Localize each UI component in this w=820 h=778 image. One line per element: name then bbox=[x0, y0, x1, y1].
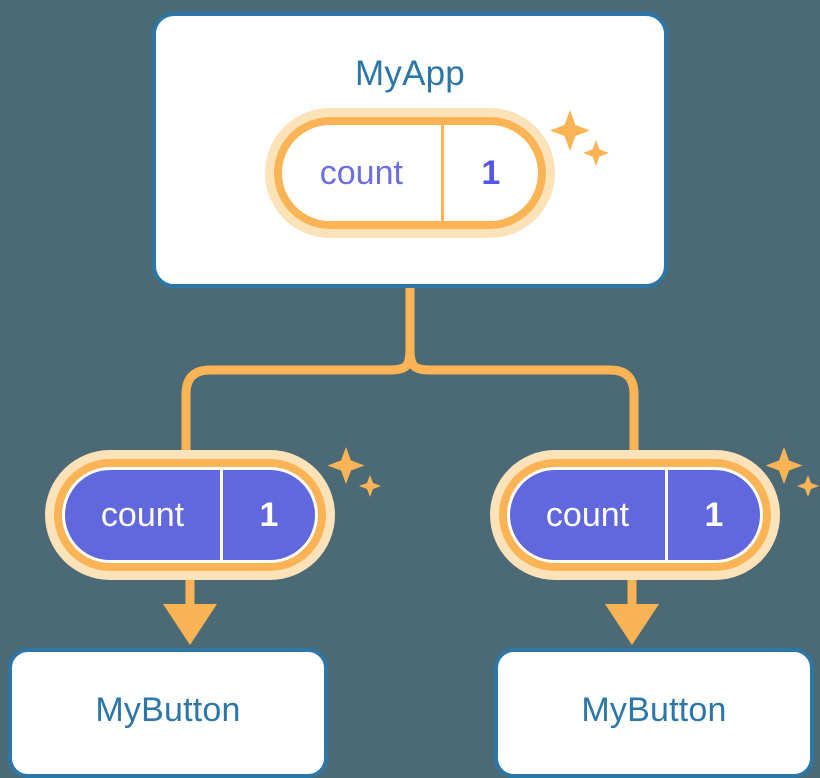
state-pill-ring: count 1 bbox=[54, 459, 326, 571]
state-pill-myapp: count 1 bbox=[265, 108, 555, 238]
state-key-label: count bbox=[319, 153, 403, 192]
state-pill-ring: count 1 bbox=[499, 459, 771, 571]
state-pill-body: count 1 bbox=[282, 125, 538, 221]
state-pill-ring: count 1 bbox=[274, 117, 546, 229]
mybutton-label: MyButton bbox=[581, 691, 727, 729]
mybutton-label: MyButton bbox=[95, 691, 241, 729]
state-value-label: 1 bbox=[665, 470, 760, 560]
mybutton-card-left: MyButton bbox=[8, 648, 328, 778]
state-key-label: count bbox=[545, 495, 630, 534]
page-title: MyApp bbox=[355, 54, 465, 93]
tee-branch-connector bbox=[405, 347, 639, 452]
state-pill-mybutton-right: count 1 bbox=[490, 450, 780, 580]
state-pill-body: count 1 bbox=[62, 467, 318, 563]
state-pill-body: count 1 bbox=[507, 467, 763, 563]
state-value-label: 1 bbox=[220, 470, 315, 560]
arrow-down-icon bbox=[163, 578, 217, 645]
mybutton-card-right: MyButton bbox=[494, 648, 814, 778]
tee-branch-connector bbox=[181, 347, 415, 452]
state-pill-mybutton-left: count 1 bbox=[45, 450, 335, 580]
state-key-label: count bbox=[100, 495, 185, 534]
state-value-label: 1 bbox=[440, 125, 538, 221]
arrow-down-icon bbox=[605, 578, 659, 645]
